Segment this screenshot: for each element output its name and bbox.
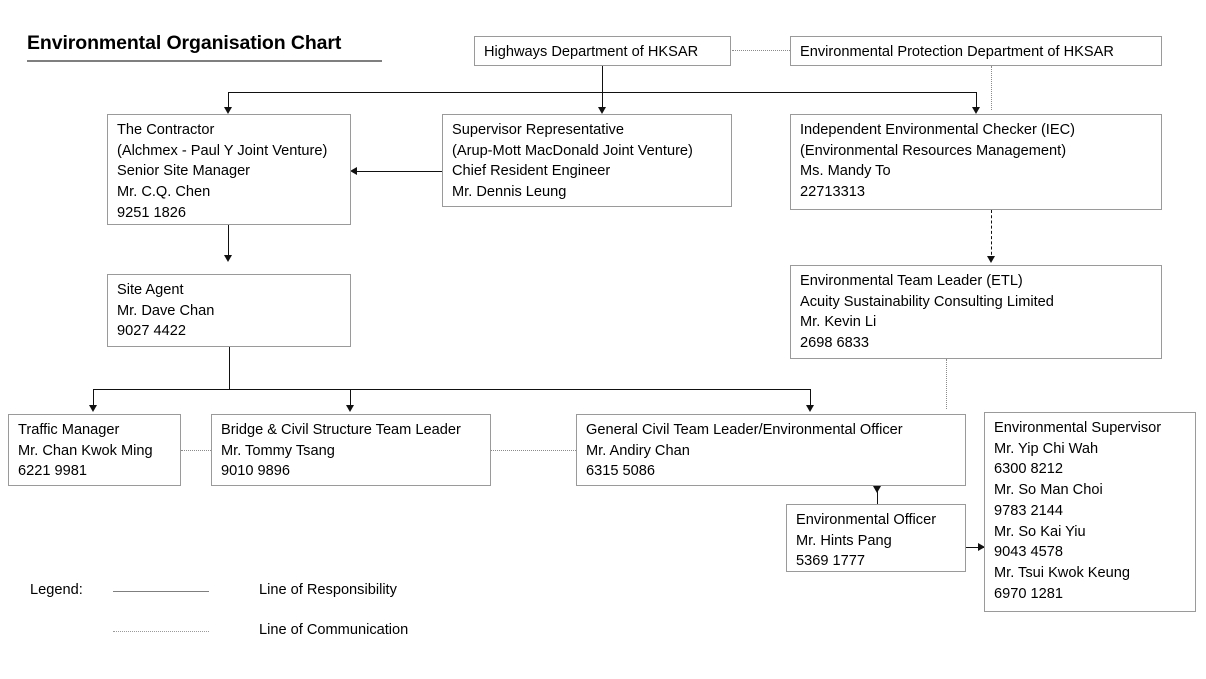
node-highways-department[interactable]: Highways Department of HKSAR bbox=[474, 36, 731, 66]
node-line: 6970 1281 bbox=[994, 585, 1063, 602]
connector-bus-to-iec bbox=[976, 92, 977, 110]
node-environmental-team-leader[interactable]: Environmental Team Leader (ETL) Acuity S… bbox=[790, 265, 1162, 359]
connector-contractor-to-site-agent bbox=[228, 225, 229, 258]
page-title: Environmental Organisation Chart bbox=[27, 32, 342, 54]
node-line: (Arup-Mott MacDonald Joint Venture) bbox=[452, 142, 693, 159]
node-line: Mr. Andiry Chan bbox=[586, 442, 690, 459]
node-line: 6221 9981 bbox=[18, 463, 87, 480]
node-line: Mr. C.Q. Chen bbox=[117, 184, 211, 201]
node-line: Mr. Yip Chi Wah bbox=[994, 440, 1099, 457]
connector-supervisor-rep-to-contractor bbox=[357, 171, 442, 172]
node-line: (Alchmex - Paul Y Joint Venture) bbox=[117, 142, 328, 159]
node-site-agent[interactable]: Site Agent Mr. Dave Chan 9027 4422 bbox=[107, 274, 351, 347]
legend-heading: Legend: bbox=[30, 582, 83, 598]
connector-env-officer-to-env-supervisor bbox=[966, 547, 984, 548]
node-general-civil-team-leader[interactable]: General Civil Team Leader/Environmental … bbox=[576, 414, 966, 486]
node-line: Supervisor Representative bbox=[452, 122, 624, 138]
node-line: 2698 6833 bbox=[800, 335, 869, 352]
node-line: Mr. Hints Pang bbox=[796, 532, 892, 549]
arrowhead-supervisor-rep bbox=[598, 107, 606, 114]
node-line: 9783 2144 bbox=[994, 502, 1063, 519]
legend-communication-label: Line of Communication bbox=[259, 622, 409, 638]
connector-bus-to-general-civil bbox=[810, 389, 811, 409]
arrowhead-bridge-civil bbox=[346, 405, 354, 412]
connector-bridge-to-general-civil bbox=[491, 450, 576, 451]
arrowhead-iec bbox=[972, 107, 980, 114]
arrowhead-traffic-manager bbox=[89, 405, 97, 412]
node-line: Mr. Dennis Leung bbox=[452, 184, 567, 201]
connector-traffic-to-bridge bbox=[181, 450, 211, 451]
node-line: Traffic Manager bbox=[18, 422, 120, 438]
node-line: Site Agent bbox=[117, 282, 184, 298]
node-line: Ms. Mandy To bbox=[800, 163, 891, 180]
node-line: Acuity Sustainability Consulting Limited bbox=[800, 293, 1054, 310]
node-line: Bridge & Civil Structure Team Leader bbox=[221, 422, 461, 438]
node-line: Environmental Officer bbox=[796, 512, 937, 528]
connector-bus-to-supervisor-rep bbox=[602, 92, 603, 110]
node-line: Independent Environmental Checker (IEC) bbox=[800, 122, 1075, 138]
connector-site-agent-to-bus bbox=[229, 347, 230, 389]
node-line: Mr. So Man Choi bbox=[994, 482, 1103, 499]
node-line: Mr. Tommy Tsang bbox=[221, 442, 335, 459]
connector-highways-to-epd bbox=[732, 50, 790, 51]
connector-general-civil-to-env-officer bbox=[877, 485, 878, 507]
node-line: 5369 1777 bbox=[796, 553, 865, 570]
node-line: Highways Department of HKSAR bbox=[484, 44, 699, 60]
node-line: 9027 4422 bbox=[117, 323, 186, 340]
node-line: Environmental Team Leader (ETL) bbox=[800, 273, 1023, 289]
node-line: 9251 1826 bbox=[117, 204, 186, 221]
connector-bus-to-bridge-civil bbox=[350, 389, 351, 409]
legend-dotted-line-swatch bbox=[113, 631, 209, 632]
node-environmental-supervisor[interactable]: Environmental Supervisor Mr. Yip Chi Wah… bbox=[984, 412, 1196, 612]
connector-highways-to-bus bbox=[602, 66, 603, 93]
connector-etl-to-general-civil bbox=[946, 359, 947, 409]
node-line: General Civil Team Leader/Environmental … bbox=[586, 422, 903, 438]
title-underline bbox=[27, 60, 382, 62]
connector-bottom-bus bbox=[93, 389, 810, 390]
node-line: Senior Site Manager bbox=[117, 163, 251, 180]
node-line: The Contractor bbox=[117, 122, 215, 138]
connector-bus-to-contractor bbox=[228, 92, 229, 110]
node-line: Mr. Chan Kwok Ming bbox=[18, 442, 153, 459]
node-environmental-officer[interactable]: Environmental Officer Mr. Hints Pang 536… bbox=[786, 504, 966, 572]
node-contractor[interactable]: The Contractor (Alchmex - Paul Y Joint V… bbox=[107, 114, 351, 225]
arrowhead-env-officer bbox=[873, 486, 881, 493]
node-line: Mr. Tsui Kwok Keung bbox=[994, 564, 1131, 581]
node-line: 9043 4578 bbox=[994, 544, 1063, 561]
node-environmental-protection-department[interactable]: Environmental Protection Department of H… bbox=[790, 36, 1162, 66]
node-line: 9010 9896 bbox=[221, 463, 290, 480]
connector-iec-to-etl bbox=[991, 210, 992, 260]
connector-bus-to-traffic-manager bbox=[93, 389, 94, 409]
node-traffic-manager[interactable]: Traffic Manager Mr. Chan Kwok Ming 6221 … bbox=[8, 414, 181, 486]
node-independent-environmental-checker[interactable]: Independent Environmental Checker (IEC) … bbox=[790, 114, 1162, 210]
arrowhead-site-agent bbox=[224, 255, 232, 262]
legend-responsibility-label: Line of Responsibility bbox=[259, 582, 397, 598]
node-supervisor-representative[interactable]: Supervisor Representative (Arup-Mott Mac… bbox=[442, 114, 732, 207]
arrowhead-etl bbox=[987, 256, 995, 263]
arrowhead-env-supervisor bbox=[978, 543, 985, 551]
node-line: Mr. So Kai Yiu bbox=[994, 523, 1086, 540]
arrowhead-contractor bbox=[224, 107, 232, 114]
arrowhead-contractor-left bbox=[350, 167, 357, 175]
node-line: Environmental Protection Department of H… bbox=[800, 44, 1114, 60]
node-line: (Environmental Resources Management) bbox=[800, 142, 1067, 159]
node-line: Chief Resident Engineer bbox=[452, 163, 611, 180]
arrowhead-general-civil bbox=[806, 405, 814, 412]
connector-epd-to-iec bbox=[991, 66, 992, 110]
node-bridge-civil-structure-team-leader[interactable]: Bridge & Civil Structure Team Leader Mr.… bbox=[211, 414, 491, 486]
node-line: Mr. Kevin Li bbox=[800, 314, 877, 331]
node-line: 22713313 bbox=[800, 184, 865, 201]
legend-solid-line-swatch bbox=[113, 591, 209, 592]
node-line: 6300 8212 bbox=[994, 461, 1063, 478]
node-line: 6315 5086 bbox=[586, 463, 655, 480]
node-line: Mr. Dave Chan bbox=[117, 302, 215, 319]
node-line: Environmental Supervisor bbox=[994, 420, 1162, 436]
